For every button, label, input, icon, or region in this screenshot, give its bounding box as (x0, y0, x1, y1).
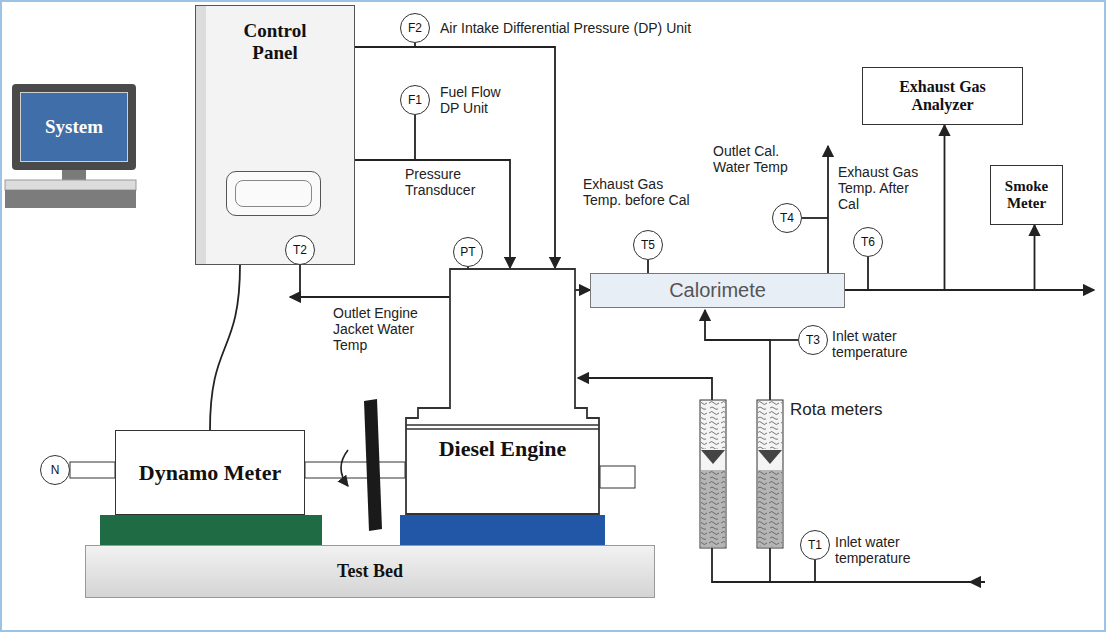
rotation-arrow (341, 450, 348, 486)
rotameter-texture (758, 470, 782, 547)
sensor-circle: F2 (400, 13, 430, 43)
cal-water-outlet (827, 146, 829, 273)
connector-line (355, 160, 510, 268)
sensor-id: T1 (808, 538, 822, 552)
connector-line (355, 47, 555, 268)
sensor-circle: N (40, 455, 70, 485)
connector-line (575, 289, 590, 291)
callout-label: Rota meters (790, 400, 920, 420)
sensor-circle: T4 (772, 203, 802, 233)
sensor-circle: T5 (633, 230, 663, 260)
coupling-flange (364, 399, 382, 531)
jacket-water-outlet (290, 296, 450, 298)
node-label: Exhaust Gas Analyzer (878, 78, 1008, 115)
node-label: Smoke Meter (994, 178, 1059, 213)
node-label: Calorimete (669, 279, 766, 302)
rotameter-tube (757, 400, 783, 548)
rotameter-left (700, 400, 726, 548)
sensor-circle: T6 (853, 227, 883, 257)
test-bed: Test Bed (85, 545, 655, 598)
node-label: Control Panel (220, 20, 330, 64)
node-label: Dynamo Meter (139, 460, 281, 486)
sensor-id: N (51, 463, 60, 477)
engine-block: Diesel Engine (405, 268, 600, 515)
sensor-id: T5 (641, 238, 655, 252)
callout-label: Air Intake Differential Pressure (DP) Un… (440, 20, 820, 36)
panel-display (226, 171, 321, 216)
callout-label: Exhaust Gas Temp. After Cal (838, 164, 928, 212)
rotameter-fill (701, 470, 725, 547)
equipment-box: Smoke Meter (990, 165, 1063, 225)
sensor-circle: T3 (798, 325, 828, 355)
panel-display-inset (235, 180, 312, 207)
sensor-id: F2 (408, 21, 422, 35)
cal-water-inlet (705, 310, 770, 400)
keyboard-base (5, 190, 136, 208)
callout-label: Inlet water temperature (832, 328, 924, 360)
rotameter-texture (701, 401, 725, 449)
monitor-bezel (12, 84, 136, 170)
engine-band (406, 425, 599, 429)
equipment-box: Dynamo Meter (115, 430, 305, 515)
callout-label: Outlet Cal. Water Temp (713, 143, 799, 175)
sensor-circle: F1 (400, 85, 430, 115)
sensor-stem (414, 115, 416, 160)
rotameter-fill (758, 470, 782, 547)
callout-label: Pressure Transducer (405, 166, 489, 198)
sensor-stem (814, 560, 816, 582)
engine-outline (405, 268, 600, 515)
engine-outline-shape (406, 269, 599, 514)
connector-line (210, 265, 240, 430)
monitor-screen: System (20, 92, 128, 162)
rotameter-texture (758, 401, 782, 449)
rotameter-float (701, 450, 725, 464)
sensor-id: F1 (408, 93, 422, 107)
dynamo-shaft (70, 462, 115, 478)
sensor-circle: PT (453, 237, 483, 267)
sensor-id: T4 (780, 211, 794, 225)
sensor-circle: T1 (800, 530, 830, 560)
keyboard-top (5, 180, 136, 190)
callout-label: Exhaust Gas Temp. before Cal (583, 176, 695, 208)
sensor-id: T6 (861, 235, 875, 249)
node-label: System (45, 116, 103, 138)
rotameter-tube (700, 400, 726, 548)
sensor-stem (802, 217, 828, 219)
callout-label: Outlet Engine Jacket Water Temp (333, 305, 429, 353)
engine-water-inlet (578, 378, 712, 400)
sensor-circle: T2 (285, 235, 315, 265)
connector-line (845, 225, 1035, 290)
drive-shaft (305, 462, 405, 478)
water-supply-arrow (970, 581, 985, 583)
sensor-stem (299, 265, 301, 297)
sensor-id: T3 (806, 333, 820, 347)
sensor-stem (770, 339, 798, 341)
calorimeter-box: Calorimete (590, 273, 845, 308)
engine-shaft (600, 466, 635, 488)
callout-label: Inlet water temperature (835, 534, 927, 566)
sensor-id: T2 (293, 243, 307, 257)
rotameter-texture (701, 470, 725, 547)
node-label: Diesel Engine (405, 436, 600, 462)
sensor-id: PT (460, 245, 475, 259)
equipment-box: Exhaust Gas Analyzer (862, 67, 1023, 125)
control-panel: Control Panel (195, 5, 355, 265)
sensor-stem (867, 257, 869, 290)
callout-label: Fuel Flow DP Unit (440, 84, 516, 116)
rotameter-float (758, 450, 782, 464)
rotameter-right (757, 400, 783, 548)
node-label: Test Bed (337, 561, 403, 582)
engine-base (400, 515, 605, 545)
dynamo-base (100, 515, 322, 545)
connector-line (845, 125, 945, 290)
